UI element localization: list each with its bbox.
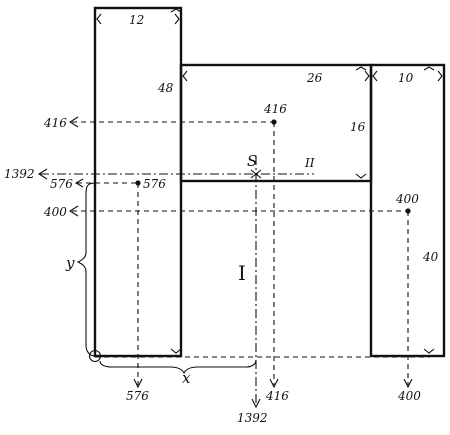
label-right-width: 10 <box>398 71 414 85</box>
label-y-400: 400 <box>43 205 67 219</box>
axis-braces <box>76 182 257 375</box>
label-region-I: I <box>238 261 246 285</box>
label-y-576: 576 <box>50 177 73 191</box>
label-axis-y: y <box>65 254 75 272</box>
dimension-marks <box>96 8 443 354</box>
label-x-400: 400 <box>397 389 421 403</box>
centroid-lines <box>37 116 430 409</box>
labels: 12 48 26 16 10 40 416 1392 576 400 416 5… <box>4 13 439 425</box>
label-axis-x: x <box>182 369 191 387</box>
label-mid-height: 16 <box>350 120 366 134</box>
x-brace <box>99 359 257 375</box>
label-top-width: 12 <box>129 13 144 27</box>
label-y-1392: 1392 <box>4 167 35 181</box>
centroid-points <box>88 119 411 363</box>
label-x-416: 416 <box>265 389 289 403</box>
label-right-height: 40 <box>422 250 439 264</box>
label-x-1392: 1392 <box>237 411 268 425</box>
centroid-point-416 <box>271 119 277 125</box>
centroid-point-400 <box>405 208 411 214</box>
label-point-416: 416 <box>263 102 287 116</box>
origin-circle <box>88 349 102 363</box>
label-region-II: II <box>304 156 315 170</box>
centroid-S-mark <box>250 169 262 179</box>
label-y-416: 416 <box>43 116 67 130</box>
centroid-point-576 <box>135 180 141 186</box>
label-x-576: 576 <box>126 389 149 403</box>
y-brace <box>76 182 96 357</box>
label-point-576: 576 <box>143 177 166 191</box>
label-point-400: 400 <box>395 192 419 206</box>
label-mid-width: 26 <box>306 71 323 85</box>
label-centroid-S: S <box>247 152 257 170</box>
label-left-height: 48 <box>157 81 174 95</box>
